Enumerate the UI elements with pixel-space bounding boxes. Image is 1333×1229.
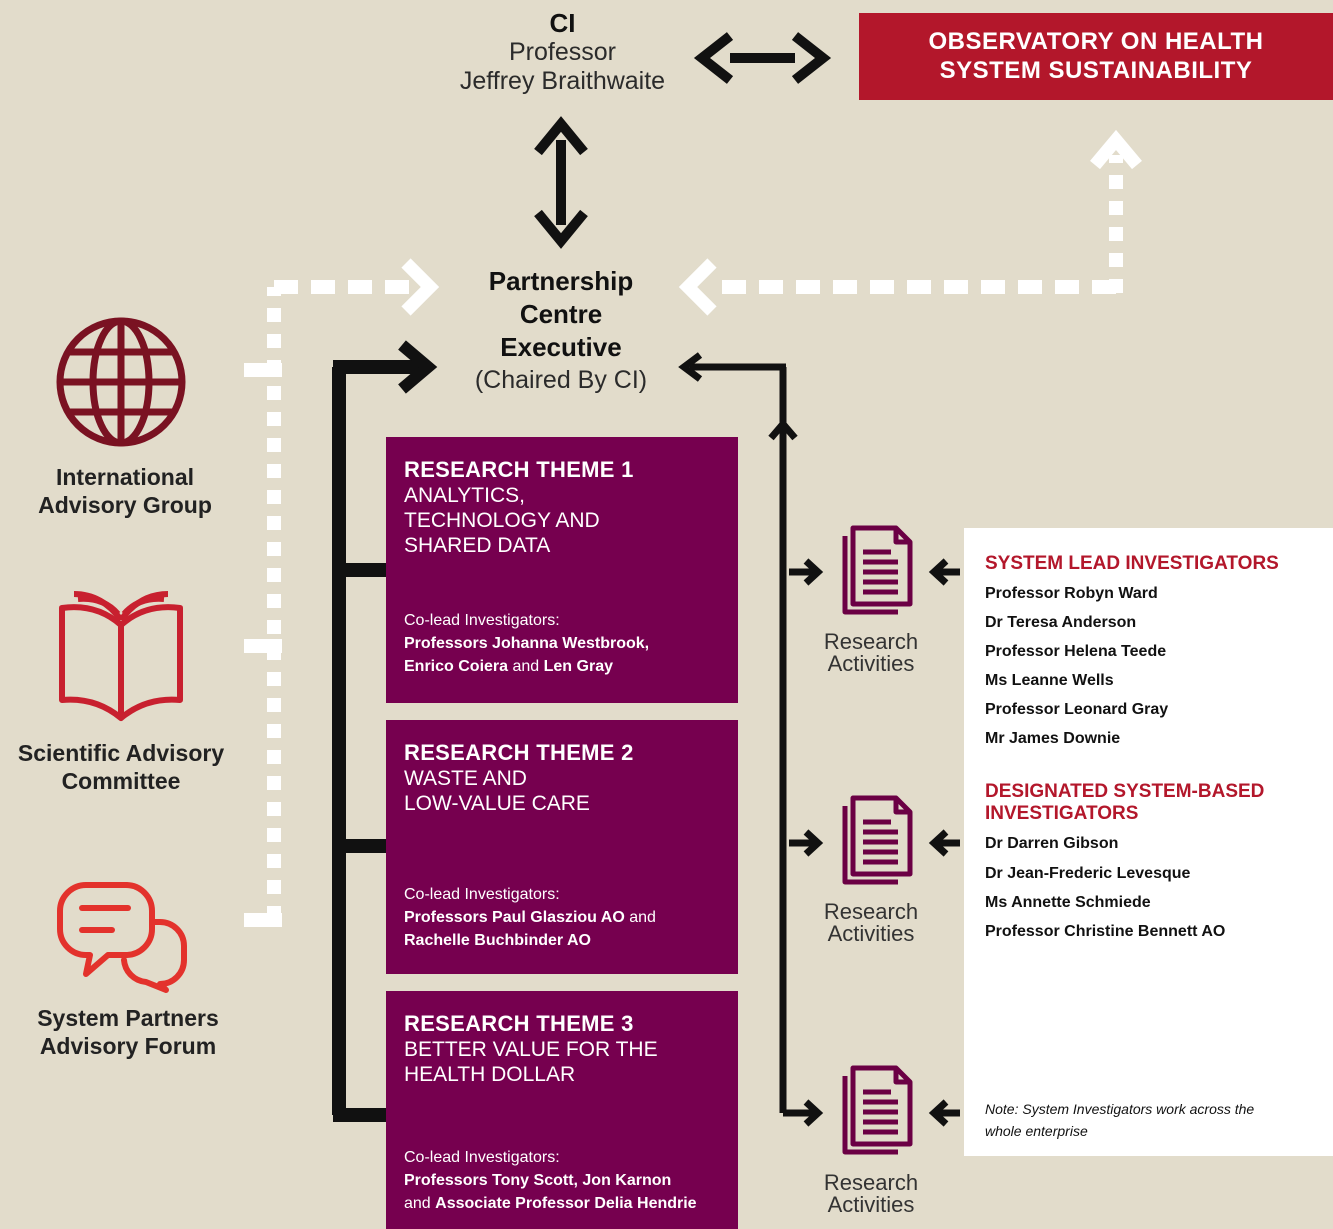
lead-investigator: Dr Teresa Anderson bbox=[985, 614, 1137, 631]
note-line: Note: System Investigators work across t… bbox=[985, 1101, 1255, 1117]
designated-investigator: Ms Annette Schmiede bbox=[985, 894, 1151, 911]
chief-investigator: CI Professor Jeffrey Braithwaite bbox=[430, 8, 695, 96]
designated-heading-line: DESIGNATED SYSTEM-BASED bbox=[985, 781, 1265, 802]
designated-investigators-heading: DESIGNATED SYSTEM-BASED INVESTIGATORS bbox=[985, 781, 1264, 825]
lead-investigator: Professor Robyn Ward bbox=[985, 585, 1158, 602]
activities-label: Research bbox=[823, 1170, 919, 1195]
theme-name: WASTE AND LOW-VALUE CARE bbox=[404, 767, 590, 815]
theme-name: ANALYTICS, TECHNOLOGY AND SHARED DATA bbox=[404, 484, 600, 557]
document-icon bbox=[842, 1065, 913, 1155]
co-lead-names: Professors Johanna Westbrook, bbox=[404, 635, 650, 652]
activities-to-executive-connector bbox=[678, 352, 798, 1113]
panel-arrows bbox=[928, 558, 960, 1127]
advisory-label: Advisory Forum bbox=[39, 1033, 217, 1059]
designated-heading-line: INVESTIGATORS bbox=[985, 803, 1139, 824]
note-line: whole enterprise bbox=[985, 1123, 1088, 1139]
ci-name: Jeffrey Braithwaite bbox=[459, 67, 666, 95]
co-lead-label: Co-lead Investigators: bbox=[404, 886, 560, 903]
research-activities-1: Research Activities bbox=[811, 631, 931, 675]
executive-line-1: Partnership bbox=[488, 266, 634, 296]
globe-icon bbox=[56, 317, 186, 447]
research-theme-2: RESEARCH THEME 2 WASTE AND LOW-VALUE CAR… bbox=[386, 720, 738, 974]
co-lead-names: Enrico Coiera bbox=[404, 658, 509, 675]
ci-title: Professor bbox=[509, 38, 616, 66]
lead-investigator: Professor Helena Teede bbox=[985, 643, 1167, 660]
co-lead-names: Professors Tony Scott, Jon Karnon bbox=[404, 1172, 672, 1189]
ci-executive-arrow bbox=[534, 116, 588, 249]
observatory-dotted-connector bbox=[678, 129, 1142, 316]
advisory-label: Scientific Advisory bbox=[17, 740, 225, 766]
observatory-line-1: OBSERVATORY ON HEALTH bbox=[928, 28, 1264, 55]
advisory-label: Advisory Group bbox=[38, 492, 212, 518]
co-lead-names: Len Gray bbox=[543, 658, 613, 675]
designated-investigator: Dr Jean-Frederic Levesque bbox=[985, 865, 1191, 882]
system-partners-advisory-forum: System Partners Advisory Forum bbox=[3, 1004, 253, 1060]
co-lead-names: Professors Paul Glasziou AO bbox=[404, 909, 625, 926]
document-icon bbox=[842, 525, 913, 615]
partnership-centre-executive: Partnership Centre Executive (Chaired By… bbox=[455, 265, 667, 396]
lead-investigator: Professor Leonard Gray bbox=[985, 701, 1169, 718]
activities-label: Research bbox=[823, 899, 919, 924]
lead-investigator: Ms Leanne Wells bbox=[985, 672, 1114, 689]
advisory-label: Committee bbox=[61, 768, 181, 794]
co-lead-conjunction: and bbox=[404, 1195, 436, 1212]
document-icon bbox=[842, 795, 913, 885]
scientific-advisory-committee: Scientific Advisory Committee bbox=[0, 739, 246, 795]
theme-heading: RESEARCH THEME 2 bbox=[404, 740, 634, 765]
co-lead-conjunction: and bbox=[624, 909, 656, 926]
designated-investigator: Dr Darren Gibson bbox=[985, 835, 1119, 852]
observatory-line-2: SYSTEM SUSTAINABILITY bbox=[939, 57, 1253, 84]
theme-co-leads: Co-lead Investigators: Professors Johann… bbox=[404, 609, 728, 678]
activity-in-arrows bbox=[783, 558, 824, 1127]
co-lead-conjunction: and bbox=[508, 658, 544, 675]
co-lead-names: Rachelle Buchbinder AO bbox=[404, 932, 591, 949]
research-activities-2: Research Activities bbox=[811, 901, 931, 945]
international-advisory-group: International Advisory Group bbox=[0, 463, 250, 519]
advisory-label: International bbox=[55, 464, 194, 490]
executive-line-3: Executive bbox=[500, 332, 622, 362]
activities-label: Activities bbox=[827, 1192, 915, 1217]
themes-to-executive-connector bbox=[332, 340, 438, 1122]
lead-investigators-heading: SYSTEM LEAD INVESTIGATORS bbox=[985, 553, 1279, 574]
research-activities-3: Research Activities bbox=[811, 1172, 931, 1216]
activities-label: Activities bbox=[827, 651, 915, 676]
investigators-panel: SYSTEM LEAD INVESTIGATORS Professor Roby… bbox=[964, 528, 1333, 1156]
speech-bubbles-icon bbox=[57, 882, 187, 993]
observatory-box: OBSERVATORY ON HEALTH SYSTEM SUSTAINABIL… bbox=[859, 13, 1333, 100]
co-lead-names: Associate Professor Delia Hendrie bbox=[435, 1195, 697, 1212]
co-lead-label: Co-lead Investigators: bbox=[404, 612, 560, 629]
research-theme-1: RESEARCH THEME 1 ANALYTICS, TECHNOLOGY A… bbox=[386, 437, 738, 703]
advisory-dotted-connector bbox=[244, 258, 440, 927]
theme-heading: RESEARCH THEME 1 bbox=[404, 457, 634, 482]
co-lead-label: Co-lead Investigators: bbox=[404, 1149, 560, 1166]
designated-investigator: Professor Christine Bennett AO bbox=[985, 923, 1226, 940]
panel-note: Note: System Investigators work across t… bbox=[985, 1098, 1305, 1142]
activities-label: Research bbox=[823, 629, 919, 654]
theme-co-leads: Co-lead Investigators: Professors Tony S… bbox=[404, 1146, 728, 1215]
executive-line-2: Centre bbox=[519, 299, 603, 329]
executive-subtitle: (Chaired By CI) bbox=[474, 366, 648, 394]
ci-observatory-arrow bbox=[693, 32, 832, 84]
ci-label: CI bbox=[549, 8, 576, 38]
activities-label: Activities bbox=[827, 921, 915, 946]
advisory-label: System Partners bbox=[37, 1005, 219, 1031]
lead-investigator: Mr James Downie bbox=[985, 730, 1121, 747]
theme-heading: RESEARCH THEME 3 bbox=[404, 1011, 634, 1036]
open-book-icon bbox=[59, 591, 183, 721]
theme-name: BETTER VALUE FOR THE HEALTH DOLLAR bbox=[404, 1038, 658, 1086]
research-theme-3: RESEARCH THEME 3 BETTER VALUE FOR THE HE… bbox=[386, 991, 738, 1229]
theme-co-leads: Co-lead Investigators: Professors Paul G… bbox=[404, 883, 728, 952]
